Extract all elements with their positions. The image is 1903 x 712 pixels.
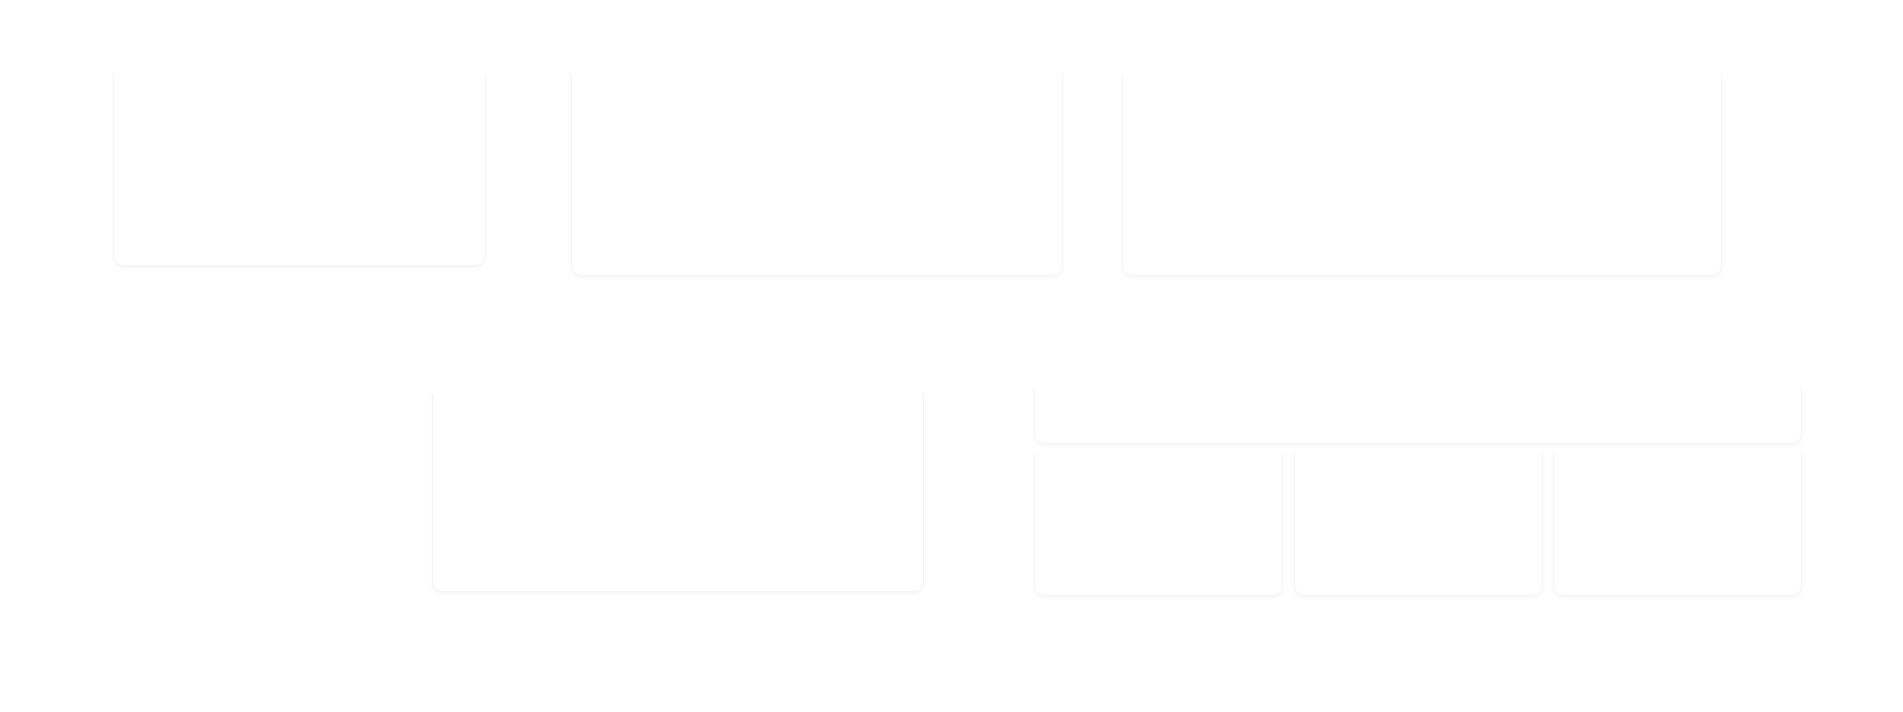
placeholder-card-small-second — [1294, 454, 1543, 596]
placeholder-card-top-middle — [571, 74, 1063, 276]
placeholder-card-bottom-left — [432, 394, 924, 592]
placeholder-card-top-right — [1122, 74, 1722, 276]
placeholder-card-small-third — [1553, 454, 1802, 596]
placeholder-card-small-first — [1034, 454, 1283, 596]
placeholder-card-wide-banner — [1034, 388, 1802, 444]
placeholder-card-top-left — [113, 74, 486, 266]
